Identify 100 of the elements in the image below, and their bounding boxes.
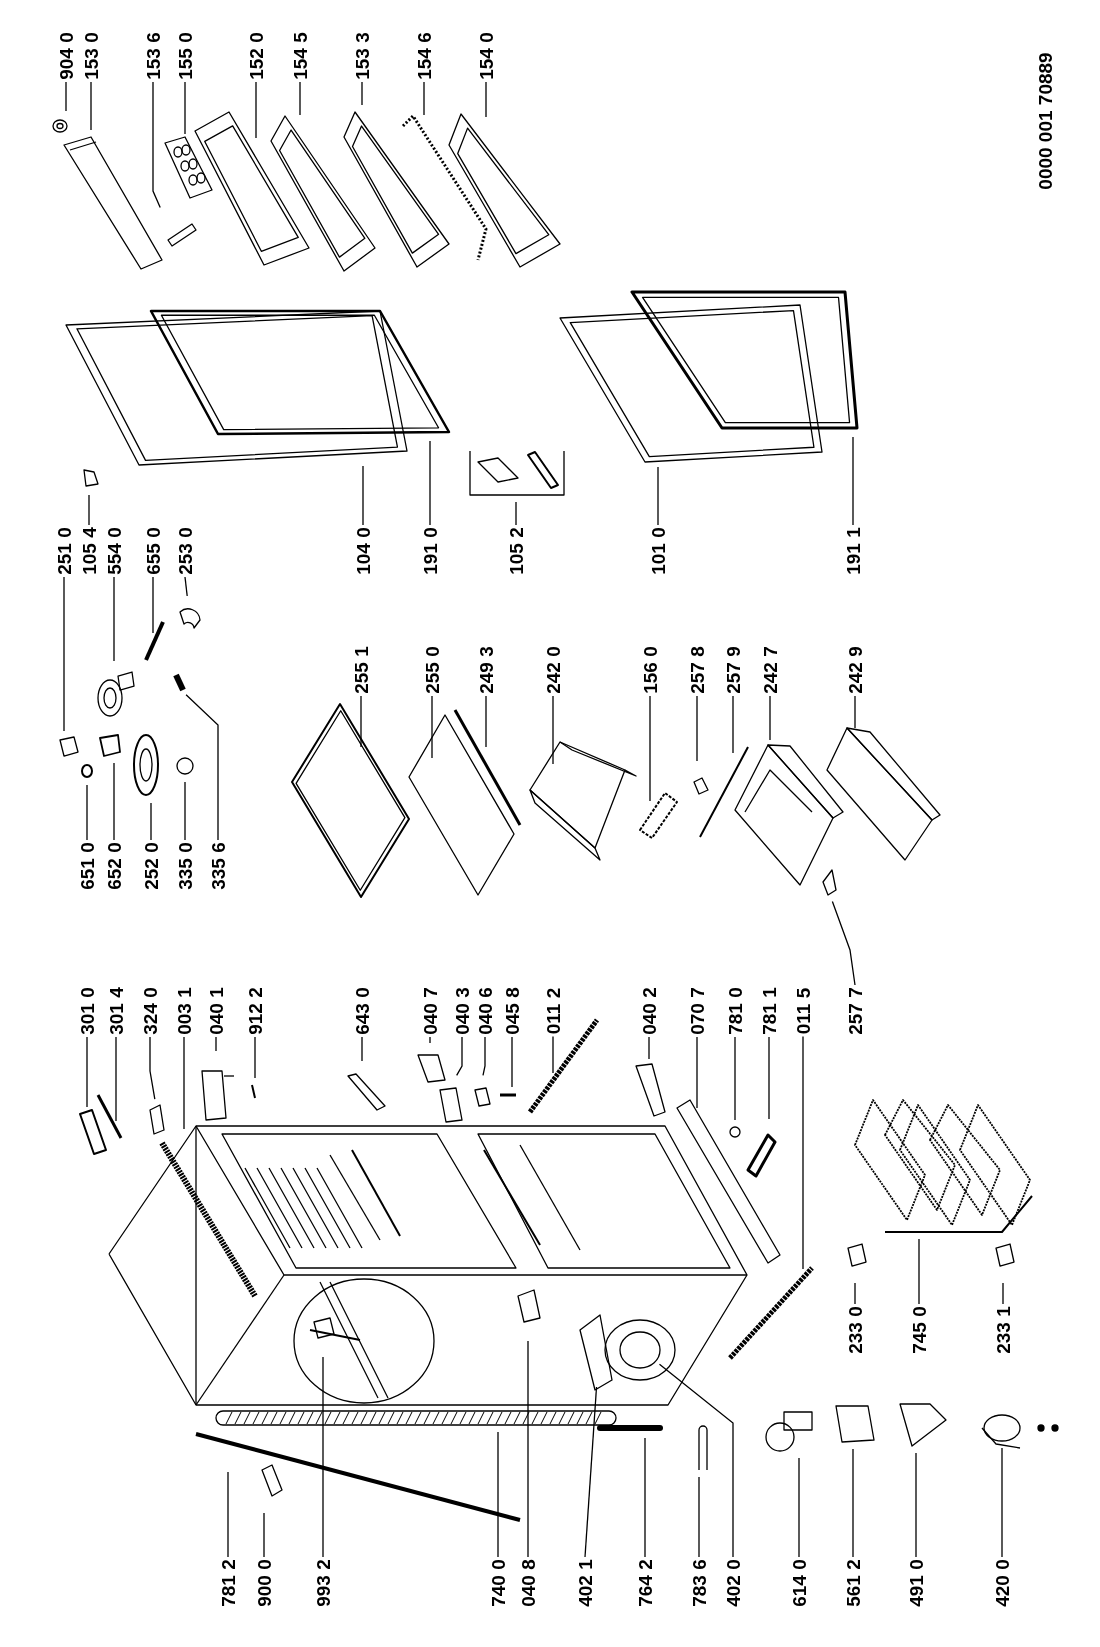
callout-number: 011 2	[543, 987, 563, 1035]
leader-line	[852, 1448, 854, 1558]
leader-line	[263, 1512, 265, 1558]
leader-line	[184, 781, 186, 841]
leader-line	[65, 81, 67, 112]
callout-number: 040 2	[639, 987, 659, 1035]
callout-number: 255 0	[422, 646, 442, 694]
leader-line	[361, 81, 363, 106]
leader-line	[423, 81, 425, 116]
leader-line	[769, 695, 771, 741]
callout-number: 781 1	[759, 987, 779, 1035]
leader-line	[768, 1036, 770, 1120]
leader-line	[152, 81, 161, 209]
callout-number: 040 3	[452, 987, 472, 1035]
callout-number: 249 3	[476, 646, 496, 694]
callout-number: 040 6	[475, 987, 495, 1035]
leader-line	[658, 1363, 734, 1558]
callout-number: 904 0	[56, 32, 76, 80]
callout-number: 402 0	[723, 1559, 743, 1607]
leader-line	[361, 1036, 363, 1062]
leader-line	[915, 1452, 917, 1558]
leader-line	[696, 695, 698, 762]
callout-number: 335 0	[175, 842, 195, 890]
leader-line	[184, 81, 186, 135]
callout-number: 242 9	[845, 646, 865, 694]
leader-line	[227, 1471, 229, 1558]
callout-number: 253 0	[175, 527, 195, 575]
callout-number: 781 2	[218, 1559, 238, 1607]
callout-number: 153 6	[143, 32, 163, 80]
callout-number: 040 8	[518, 1559, 538, 1607]
leader-line	[86, 1036, 88, 1108]
callout-number: 233 0	[845, 1306, 865, 1354]
leader-line	[429, 1036, 431, 1044]
leader-line	[734, 1036, 736, 1121]
leader-line	[150, 802, 152, 841]
callout-number: 153 0	[81, 32, 101, 80]
callout-number: 643 0	[352, 987, 372, 1035]
leader-line	[152, 576, 154, 634]
callout-number: 105 4	[79, 527, 99, 575]
callout-number: 191 1	[843, 527, 863, 575]
callout-number: 402 1	[575, 1559, 595, 1607]
callout-number: 614 0	[789, 1559, 809, 1607]
callout-number: 105 2	[506, 527, 526, 575]
callout-number: 781 0	[725, 987, 745, 1035]
leader-line	[360, 695, 362, 748]
callout-number: 491 0	[906, 1559, 926, 1607]
leader-line	[732, 695, 734, 754]
leader-line	[648, 1036, 650, 1060]
leader-line	[854, 1282, 856, 1305]
leader-line	[511, 1036, 513, 1088]
leader-line	[362, 465, 364, 526]
callout-number: 324 0	[140, 987, 160, 1035]
leader-line	[115, 1036, 117, 1122]
callout-number: 154 0	[476, 32, 496, 80]
leader-line	[485, 81, 487, 118]
callout-number: 040 1	[206, 987, 226, 1035]
leader-line	[1001, 1447, 1003, 1558]
leader-line	[515, 501, 517, 526]
leader-line	[86, 784, 88, 841]
callout-number: 301 0	[77, 987, 97, 1035]
leader-line	[255, 81, 257, 139]
callout-number: 003 1	[174, 987, 194, 1035]
leader-line	[802, 1035, 804, 1270]
callout-number: 912 2	[245, 987, 265, 1035]
callout-number: 155 0	[175, 32, 195, 80]
callout-number: 652 0	[104, 842, 124, 890]
leader-line	[831, 900, 856, 986]
leader-line	[696, 1036, 698, 1109]
callout-number: 764 2	[635, 1559, 655, 1607]
leader-line	[429, 440, 431, 526]
callout-number: 655 0	[143, 527, 163, 575]
leader-line	[254, 1036, 256, 1079]
leader-line	[113, 762, 115, 841]
callout-number: 070 7	[687, 987, 707, 1035]
callout-number: 233 1	[993, 1306, 1013, 1354]
leader-line	[456, 1036, 463, 1076]
leader-line	[552, 695, 554, 765]
callout-number: 301 4	[106, 987, 126, 1035]
leader-line	[184, 576, 188, 597]
leader-line	[854, 695, 856, 729]
callout-number: 900 0	[254, 1559, 274, 1607]
leader-line	[552, 1035, 554, 1074]
leader-line	[88, 494, 90, 526]
leader-line	[183, 1036, 185, 1130]
callout-number: 104 0	[353, 527, 373, 575]
leader-line	[698, 1476, 700, 1558]
callout-number: 783 6	[689, 1559, 709, 1607]
callout-number: 252 0	[141, 842, 161, 890]
callout-number: 156 0	[640, 646, 660, 694]
callout-number: 152 0	[246, 32, 266, 80]
callout-number: 255 1	[351, 646, 371, 694]
callout-number: 242 7	[760, 646, 780, 694]
callout-number: 745 0	[909, 1306, 929, 1354]
leader-line	[482, 1036, 486, 1076]
leader-line	[185, 694, 219, 841]
leader-line	[657, 466, 659, 526]
callout-number: 154 6	[414, 32, 434, 80]
leader-line	[322, 1356, 324, 1558]
leader-line	[644, 1437, 646, 1558]
leader-line	[63, 576, 65, 732]
